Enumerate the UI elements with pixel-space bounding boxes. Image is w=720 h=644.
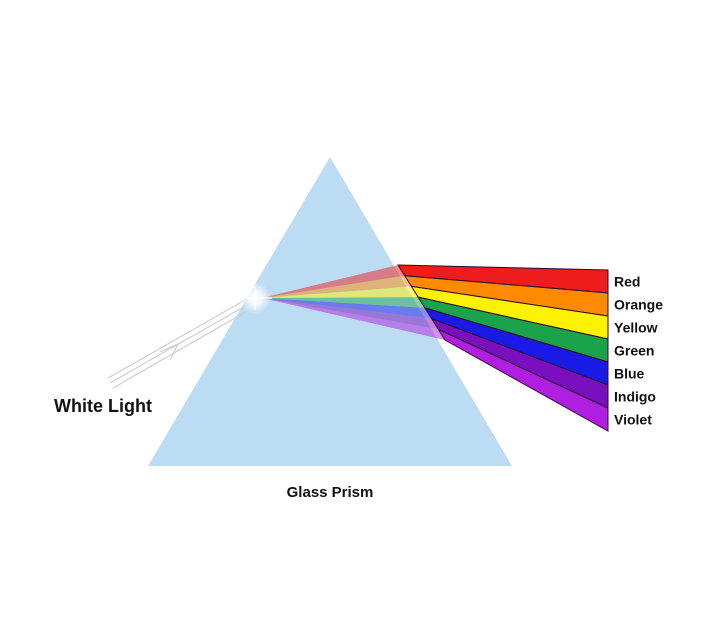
band-inner-blue <box>262 298 432 319</box>
band-inner-green <box>262 297 425 308</box>
light-flare <box>238 282 272 314</box>
glass-prism-label: Glass Prism <box>287 484 374 501</box>
band-inner-red <box>262 265 405 298</box>
label-violet: Violet <box>614 412 652 428</box>
white-light-ray <box>107 295 257 389</box>
label-red: Red <box>614 274 640 290</box>
white-light-label: White Light <box>54 396 152 416</box>
label-yellow: Yellow <box>614 320 658 336</box>
band-inner-orange <box>262 275 412 298</box>
label-blue: Blue <box>614 366 645 382</box>
band-inner-violet <box>262 298 445 340</box>
band-violet <box>436 328 609 432</box>
spectrum-bands <box>262 264 609 432</box>
label-green: Green <box>614 343 654 359</box>
label-indigo: Indigo <box>614 389 656 405</box>
band-inner-yellow <box>262 286 419 298</box>
label-orange: Orange <box>614 297 663 313</box>
